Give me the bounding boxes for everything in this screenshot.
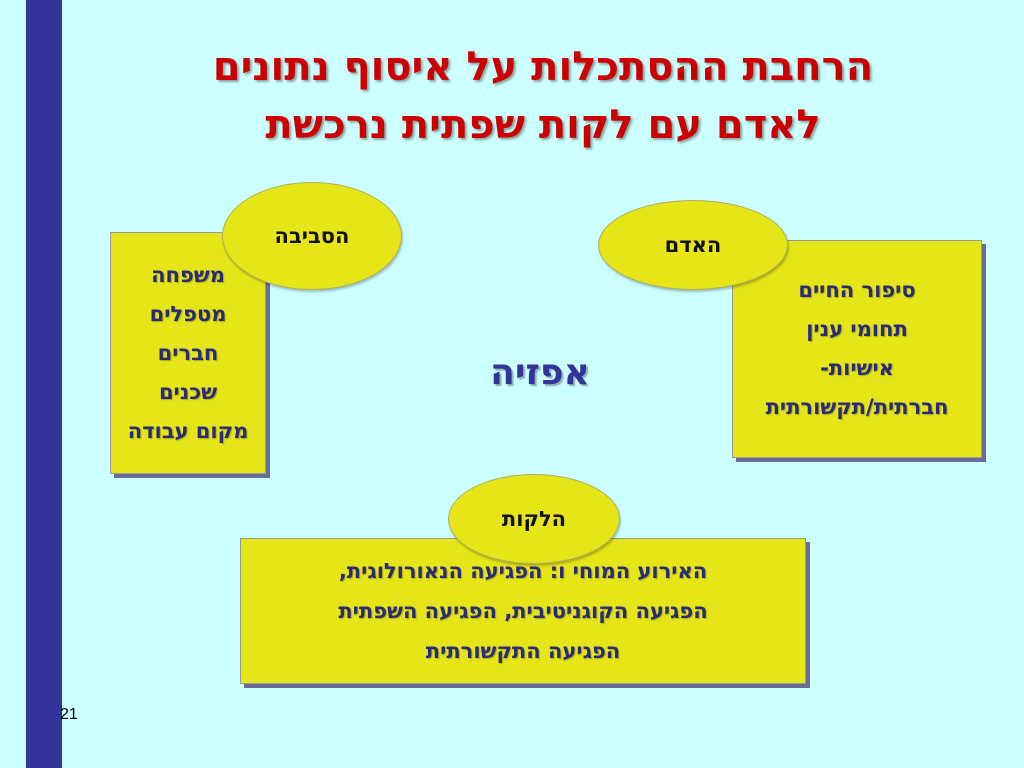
environment-box: משפחה מטפלים חברים שכנים מקום עבודה	[110, 232, 266, 474]
person-item: חברתית/תקשורתית	[765, 395, 949, 419]
impairment-line: הפגיעה הקוגניטיבית, הפגיעה השפתית	[338, 599, 708, 623]
environment-item: חברים	[157, 340, 219, 365]
impairment-line: הפגיעה התקשורתית	[425, 639, 621, 663]
side-bar	[26, 0, 62, 768]
impairment-label: הלקות	[501, 507, 567, 531]
impairment-oval: הלקות	[448, 474, 620, 564]
title-line-2: לאדם עם לקות שפתית נרכשת	[265, 102, 821, 148]
page-number: 21	[60, 706, 78, 723]
person-item: תחומי ענין	[806, 317, 908, 341]
environment-item: משפחה	[151, 262, 225, 287]
environment-label: הסביבה	[274, 224, 350, 248]
person-label: האדם	[664, 233, 722, 257]
environment-item: מטפלים	[149, 301, 227, 326]
environment-oval: הסביבה	[222, 182, 402, 290]
slide-title: הרחבת ההסתכלות על איסוף נתונים לאדם עם ל…	[62, 38, 1024, 154]
title-line-1: הרחבת ההסתכלות על איסוף נתונים	[212, 44, 874, 90]
person-item: אישיות-	[820, 356, 894, 380]
environment-item: מקום עבודה	[127, 418, 249, 443]
center-label: אפזיה	[490, 352, 590, 393]
person-oval: האדם	[598, 200, 788, 290]
person-box: סיפור החיים תחומי ענין אישיות- חברתית/תק…	[732, 240, 982, 458]
environment-item: שכנים	[158, 379, 218, 404]
person-item: סיפור החיים	[798, 278, 916, 302]
